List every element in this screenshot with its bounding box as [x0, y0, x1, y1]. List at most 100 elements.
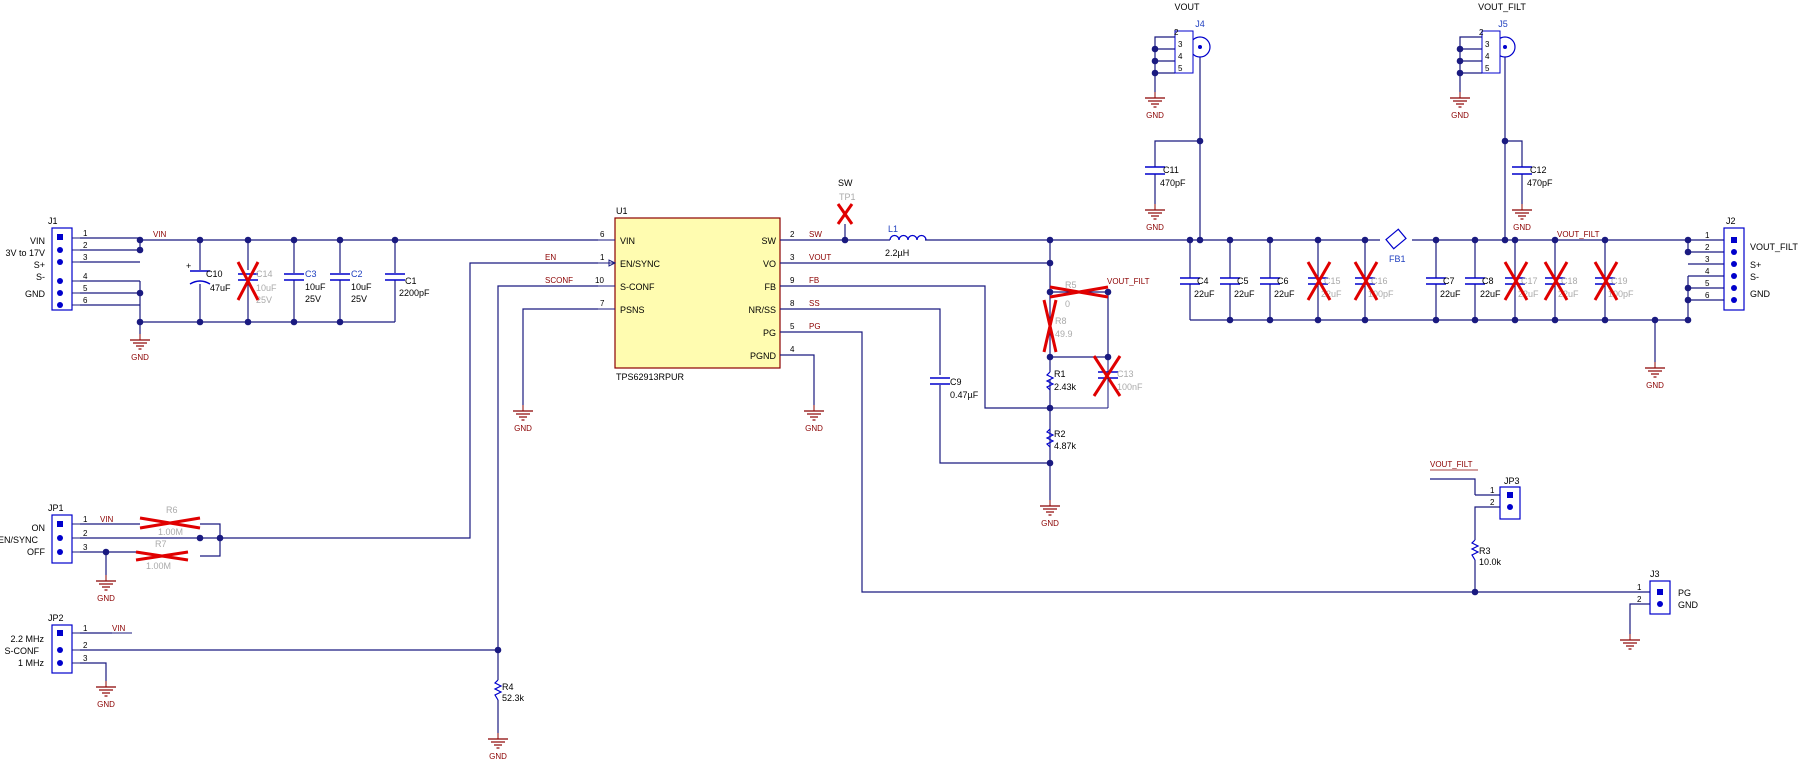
dnp-mark-c15: [1306, 261, 1332, 301]
resistor-r5-dnp[interactable]: R5 0: [1049, 280, 1109, 309]
connector-j4[interactable]: VOUT J4 2 3 4 5: [1174, 2, 1211, 74]
ic-pin-name-pgnd: PGND: [750, 351, 777, 361]
ic-part-number: TPS62913RPUR: [616, 372, 685, 382]
j4-pin-5: 5: [1178, 64, 1183, 73]
j1-pin-2: 2: [83, 241, 88, 250]
j5-pin-5: 5: [1485, 64, 1490, 73]
capacitor-c19-dnp[interactable]: C19 100pF: [1593, 261, 1634, 301]
j3-label-pg: PG: [1678, 588, 1691, 598]
capacitor-c3[interactable]: C3 10uF 25V: [284, 269, 326, 304]
resistor-r3[interactable]: R3 10.0k: [1470, 539, 1502, 567]
net-label-vout: VOUT: [809, 253, 831, 262]
gnd-j1: GND: [129, 333, 151, 362]
capacitor-c4[interactable]: C4 22uF: [1180, 276, 1215, 299]
connector-j3[interactable]: J3 1 2 PG GND: [1637, 569, 1699, 615]
j2-pin-3: 3: [1705, 255, 1710, 264]
connector-j5[interactable]: VOUT_FILT J5 2 3 4 5: [1478, 2, 1526, 74]
c11-ref: C11: [1163, 165, 1179, 175]
capacitor-c15-dnp[interactable]: C15 22uF: [1306, 261, 1342, 301]
c14-voltage: 25V: [256, 295, 272, 305]
capacitor-c6[interactable]: C6 22uF: [1260, 276, 1295, 299]
tp1-ref: TP1: [839, 192, 856, 202]
connector-j2[interactable]: J2 1 2 3 4 5 6 VOUT_FILT S+ S- GND: [1705, 216, 1798, 311]
l1-value: 2.2µH: [885, 248, 909, 258]
ic-pin-name-vo: VO: [763, 259, 776, 269]
j3-pin-2: 2: [1637, 595, 1642, 604]
jumper-jp1[interactable]: JP1 1 2 3 ON EN/SYNC OFF: [0, 503, 88, 564]
ic-pin-name-sconf: S-CONF: [620, 282, 655, 292]
capacitor-c10[interactable]: + C10 47uF: [186, 261, 231, 293]
capacitor-c2[interactable]: C2 10uF 25V: [330, 269, 372, 304]
c17-value: 22uF: [1518, 289, 1539, 299]
resistor-r7-dnp[interactable]: R7 1.00M: [135, 539, 189, 571]
r1-value: 2.43k: [1054, 382, 1077, 392]
j2-label-sm: S-: [1750, 272, 1759, 282]
c8-ref: C8: [1482, 276, 1494, 286]
resistor-r8-dnp[interactable]: R8 49.9: [1042, 299, 1073, 353]
jp1-pin-2: 2: [83, 529, 88, 538]
jp2-pin-3: 3: [83, 654, 88, 663]
ic-pin-num-sw: 2: [790, 230, 795, 239]
capacitor-c8[interactable]: C8 22uF: [1465, 276, 1501, 299]
r1-ref: R1: [1054, 369, 1066, 379]
c5-ref: C5: [1237, 276, 1249, 286]
capacitor-c1[interactable]: C1 2200pF: [385, 273, 430, 298]
jumper-jp2[interactable]: JP2 1 2 3 2.2 MHz S-CONF 1 MHz: [5, 613, 89, 674]
j1-ref: J1: [48, 216, 58, 226]
gnd-pgnd: GND: [803, 404, 825, 433]
fb1-ref: FB1: [1389, 254, 1406, 264]
net-label-en: EN: [545, 253, 556, 262]
wires: [80, 36, 1724, 733]
j1-label-range: 3V to 17V: [5, 248, 45, 258]
capacitor-c12[interactable]: C12 470pF: [1512, 165, 1553, 188]
ferrite-fb1[interactable]: FB1: [1385, 228, 1407, 264]
c11-value: 470pF: [1160, 178, 1186, 188]
capacitor-c9[interactable]: C9 0.47µF: [930, 377, 979, 400]
capacitor-c5[interactable]: C5 22uF: [1220, 276, 1255, 299]
capacitor-c17-dnp[interactable]: C17 22uF: [1503, 261, 1539, 301]
resistor-r2[interactable]: R2 4.87k: [1045, 428, 1077, 451]
connector-j1[interactable]: J1 1 2 3 4 5 6 VIN 3V to 17V S+ S- GND: [5, 216, 88, 311]
c2-ref: C2: [351, 269, 363, 279]
ic-ref: U1: [616, 206, 628, 216]
c7-value: 22uF: [1440, 289, 1461, 299]
c10-ref: C10: [206, 269, 223, 279]
jp3-ref: JP3: [1504, 476, 1520, 486]
c6-ref: C6: [1277, 276, 1289, 286]
capacitor-c16-dnp[interactable]: C16 100pF: [1353, 261, 1394, 301]
resistor-r4[interactable]: R4 52.3k: [493, 679, 525, 703]
r4-ref: R4: [502, 682, 514, 692]
svg-text:GND: GND: [1513, 223, 1531, 232]
gnd-j5: GND: [1449, 91, 1471, 120]
j5-ref: J5: [1498, 19, 1508, 29]
ic-pin-name-nrss: NR/SS: [748, 305, 776, 315]
c15-ref: C15: [1324, 276, 1341, 286]
jumper-jp3[interactable]: JP3 1 2: [1490, 476, 1521, 520]
capacitor-c18-dnp[interactable]: C18 22uF: [1543, 261, 1579, 301]
j3-label-gnd: GND: [1678, 600, 1699, 610]
c4-value: 22uF: [1194, 289, 1215, 299]
resistor-r1[interactable]: R1 2.43k: [1045, 369, 1077, 392]
c13-ref: C13: [1117, 369, 1134, 379]
capacitor-c7[interactable]: C7 22uF: [1426, 276, 1461, 299]
c15-value: 22uF: [1321, 289, 1342, 299]
resistor-r6-dnp[interactable]: R6 1.00M: [139, 505, 201, 537]
ic-u1[interactable]: U1 TPS62913RPUR 6 1 10 7 VIN EN/SYNC S-C…: [595, 206, 814, 382]
j2-pin-6: 6: [1705, 291, 1710, 300]
jp1-label-off: OFF: [27, 547, 45, 557]
jp1-label-en: EN/SYNC: [0, 535, 38, 545]
ic-body: [614, 217, 781, 369]
jp2-label-22mhz: 2.2 MHz: [10, 634, 44, 644]
c18-value: 22uF: [1558, 289, 1579, 299]
gnd-c11: GND: [1144, 203, 1166, 232]
svg-text:GND: GND: [1146, 111, 1164, 120]
inductor-l1[interactable]: L1 2.2µH: [885, 224, 927, 258]
capacitor-c13-dnp[interactable]: C13 100nF: [1092, 355, 1143, 397]
c7-ref: C7: [1443, 276, 1455, 286]
capacitor-c11[interactable]: C11 470pF: [1145, 165, 1186, 188]
j4-net: VOUT: [1174, 2, 1200, 12]
capacitor-c14-dnp[interactable]: C14 10uF 25V: [236, 261, 277, 305]
testpoint-tp1-dnp[interactable]: SW TP1: [836, 178, 856, 225]
c2-value: 10uF: [351, 282, 372, 292]
j1-pin-6: 6: [83, 296, 88, 305]
